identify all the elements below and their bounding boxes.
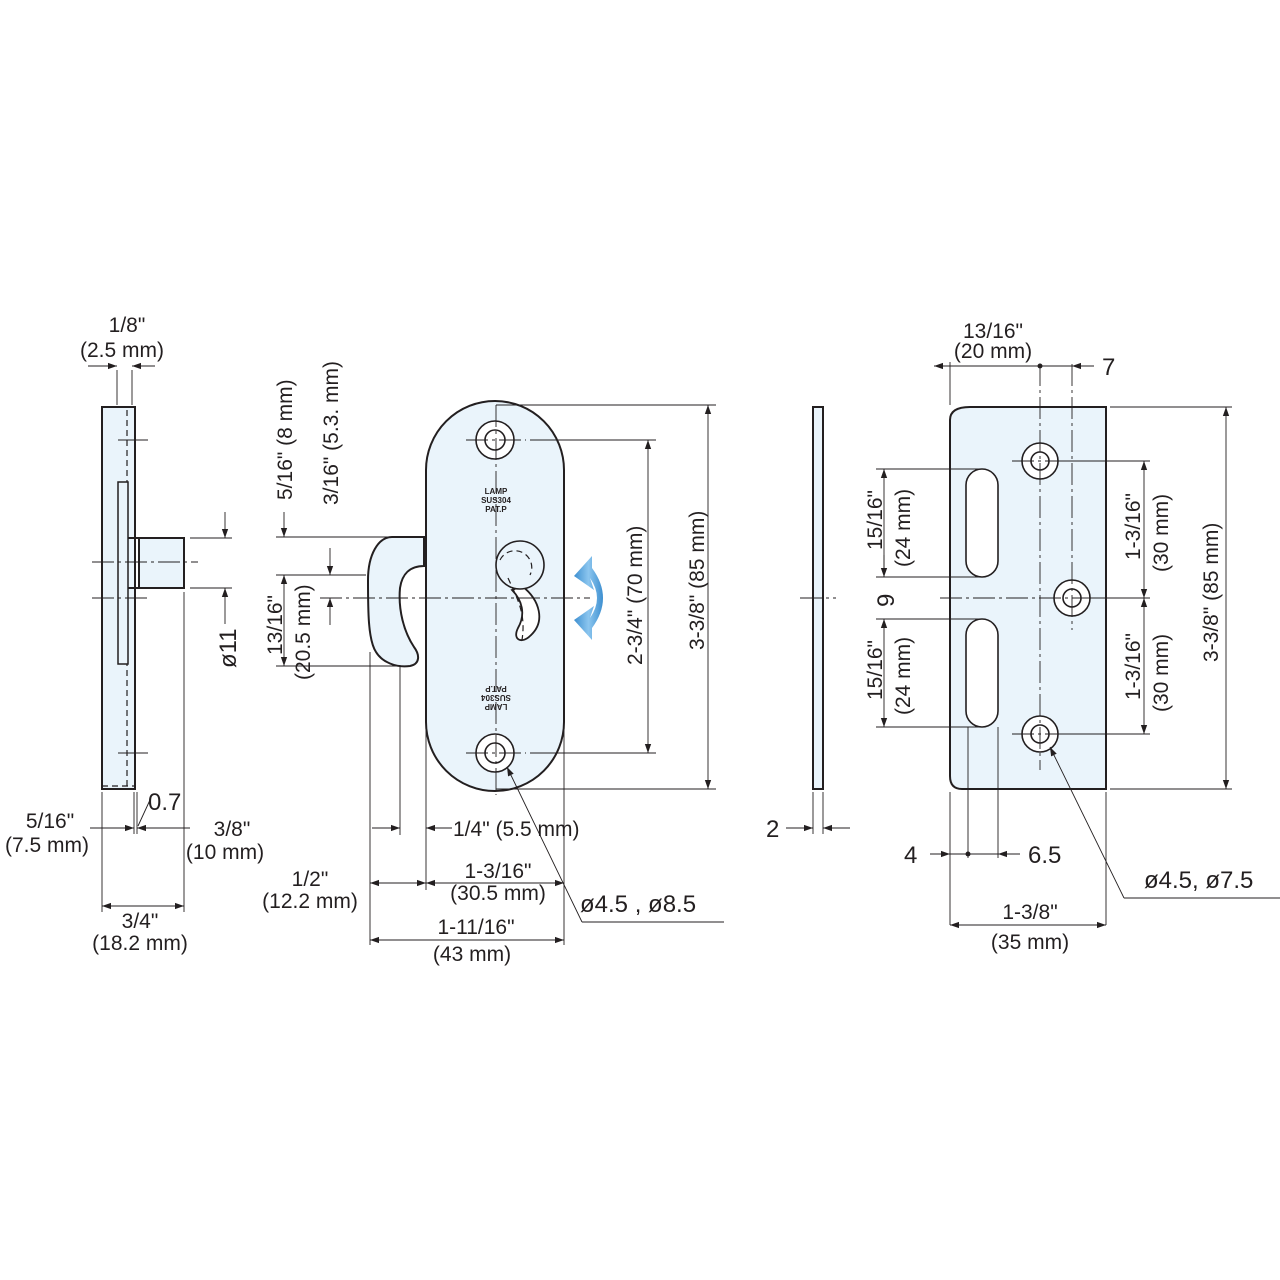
dim-strike-width-inch: 1-3/8" (1002, 901, 1057, 924)
latch-hook (366, 536, 425, 668)
mark-lamp: LAMP (485, 487, 508, 496)
mark-patent: PAT.P (485, 505, 507, 514)
dim-latch-316: 3/16" (5.3. mm) (320, 361, 343, 505)
dim-strike-height: 3-3/8" (85 mm) (1200, 523, 1223, 662)
dim-latch-width-inch: 1-11/16" (437, 916, 514, 939)
latch-curved-slot (510, 584, 541, 642)
latch-knob-top (495, 540, 545, 590)
dim-latch-516: 5/16" (8 mm) (274, 379, 297, 500)
side-view-knob (138, 537, 185, 589)
dim-strike-4: 4 (904, 842, 917, 869)
dim-side-top-mm-text: (2.5 mm) (80, 339, 164, 362)
dim-latch-12-inch: 1/2" (292, 868, 329, 891)
mark-lamp-inverted: LAMP (484, 702, 507, 711)
dim-side-total-inch: 3/4" (122, 910, 159, 933)
mark-material: SUS304 (481, 496, 511, 505)
dim-side-right-mm: (10 mm) (186, 841, 264, 864)
side-view-latch-body (117, 481, 129, 665)
dim-strike-pitch-bottom-inch: 1-3/16" (1122, 633, 1145, 700)
dim-side-left-mm: (7.5 mm) (5, 834, 89, 857)
dim-strike-nine: 9 (873, 594, 900, 607)
dim-knob-diameter: ø11 (215, 628, 242, 668)
dim-strike-pitch-top-mm: (30 mm) (1150, 494, 1173, 572)
dim-side-total-mm: (18.2 mm) (92, 932, 188, 955)
dim-latch-1316-mm: (20.5 mm) (292, 584, 315, 680)
mark-material-inverted: SUS304 (481, 693, 511, 702)
strike-plate-front-view: 13/16" (20 mm) 7 15/16" (24 mm) 9 15/16"… (864, 320, 1280, 954)
dim-strike-slot-bottom-inch: 15/16" (864, 640, 887, 700)
dim-side-left-inch: 5/16" (26, 810, 74, 833)
dim-strike-slot-bottom-mm: (24 mm) (892, 637, 915, 715)
dim-latch-height: 3-3/8" (85 mm) (686, 511, 709, 650)
dim-strike-65: 6.5 (1028, 842, 1061, 869)
dim-latch-1316b-mm: (30.5 mm) (450, 882, 546, 905)
dim-latch-width-mm: (43 mm) (433, 943, 511, 966)
dim-latch-hole-dia: ø4.5 , ø8.5 (580, 891, 696, 918)
dim-strike-top-inch: 13/16" (963, 320, 1023, 343)
dim-strike-width-mm: (35 mm) (991, 931, 1069, 954)
side-view: 1/8" (2.5 mm) ø11 0.7 5/16" (7.5 mm) 3/8… (5, 314, 264, 955)
strike-slot-bottom (965, 618, 999, 728)
dim-side-right-inch: 3/8" (214, 818, 251, 841)
dim-latch-14: 1/4" (5.5 mm) (453, 818, 579, 841)
mark-patent-inverted: PAT.P (485, 684, 507, 693)
dim-strike-slot-top-inch: 15/16" (864, 490, 887, 550)
strike-slot-top (965, 468, 999, 578)
dim-strike-pitch-bottom-mm: (30 mm) (1150, 634, 1173, 712)
dim-side-07: 0.7 (148, 789, 181, 816)
latch-front-view: LAMP SUS304 PAT.P LAMP SUS304 PAT.P 5/16… (262, 361, 724, 966)
dim-strike-thickness: 2 (766, 816, 779, 843)
dim-side-top-inch: 1/8" (109, 314, 146, 337)
dim-strike-top-7: 7 (1102, 354, 1115, 381)
dim-latch-12-mm: (12.2 mm) (262, 890, 358, 913)
dim-latch-1316b-inch: 1-3/16" (465, 860, 532, 883)
dim-strike-pitch-top-inch: 1-3/16" (1122, 493, 1145, 560)
strike-plate-side-view: 2 (766, 406, 850, 843)
rotation-arrow-icon (574, 556, 603, 640)
dim-latch-1316-inch: 13/16" (264, 595, 287, 655)
dim-strike-hole-dia: ø4.5, ø7.5 (1144, 867, 1253, 894)
dim-latch-hole-pitch: 2-3/4" (70 mm) (624, 526, 647, 665)
dim-strike-top-mm: (20 mm) (954, 340, 1032, 363)
dim-strike-slot-top-mm: (24 mm) (892, 489, 915, 567)
